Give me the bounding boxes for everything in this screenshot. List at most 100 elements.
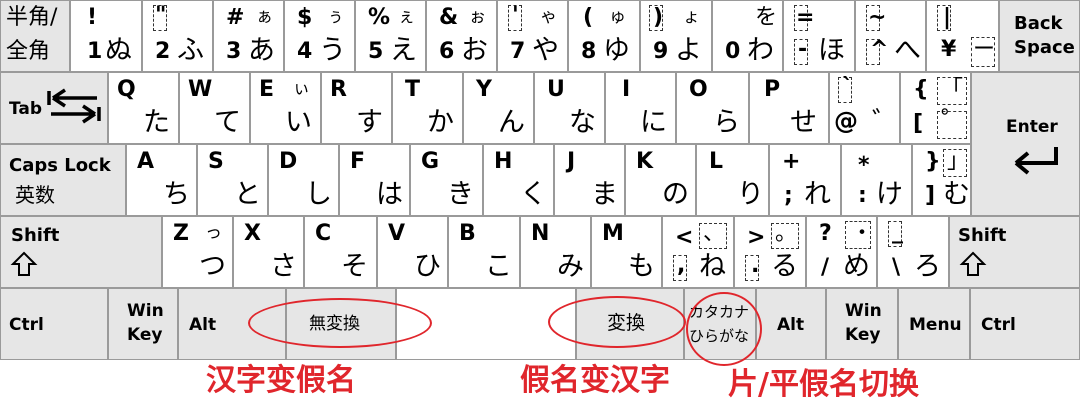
key-legend: よ	[675, 35, 702, 66]
key-backslash[interactable]: _\ろ	[877, 216, 949, 288]
key-legend: Key	[845, 325, 881, 345]
dashed-legend-box	[699, 223, 727, 249]
dashed-legend-box	[845, 221, 871, 249]
tab-arrows-icon	[47, 88, 101, 124]
key-semicolon[interactable]: +;れ	[769, 144, 841, 216]
key-legend: ・	[851, 221, 874, 246]
key-legend: _	[892, 219, 903, 244]
key-minus[interactable]: =-ほ	[783, 0, 855, 72]
key-alt-right[interactable]: Alt	[756, 288, 826, 360]
key-legend: Enter	[1006, 117, 1058, 137]
key-legend: 3	[226, 39, 242, 64]
enter-arrow-icon	[1014, 147, 1058, 175]
key-legend: る	[771, 251, 798, 282]
highlight-henkan	[548, 296, 686, 348]
caption-katakana-hiragana-switch: 片/平假名切换	[728, 367, 919, 402]
key-legend: Caps Lock	[9, 155, 111, 176]
key-hankaku-zenkaku[interactable]: 半角/全角	[0, 0, 70, 72]
key-shift-left[interactable]: Shift	[0, 216, 162, 288]
dashed-legend-box	[673, 255, 687, 281]
key-legend: S	[208, 149, 224, 174]
key-shift-right[interactable]: Shift	[949, 216, 1080, 288]
key-legend: J	[567, 149, 576, 174]
key-legend: 0	[725, 39, 741, 64]
key-legend: "	[155, 3, 167, 28]
key-yen[interactable]: |¥ー	[926, 0, 999, 72]
key-bracket-right[interactable]: }」]む	[912, 144, 971, 216]
key-comma[interactable]: <、,ね	[662, 216, 734, 288]
key-legend: ふ	[177, 35, 204, 66]
key-ctrl-right[interactable]: Ctrl	[970, 288, 1080, 360]
key-legend: Ctrl	[9, 315, 44, 335]
key-legend: ゃ	[540, 7, 557, 27]
key-tab[interactable]: Tab	[0, 72, 108, 144]
key-legend: =	[796, 5, 815, 30]
dashed-legend-box	[943, 149, 967, 177]
key-legend: な	[569, 107, 596, 138]
key-legend: |	[943, 5, 952, 30]
key-legend: Ctrl	[981, 315, 1016, 335]
key-legend: Back	[1014, 13, 1063, 34]
key-legend: [	[913, 111, 924, 136]
shift-arrow-icon	[10, 251, 38, 276]
key-caret[interactable]: ~^へ	[855, 0, 926, 72]
key-period[interactable]: >。.る	[734, 216, 806, 288]
key-legend: や	[532, 35, 559, 66]
key-slash[interactable]: ?・/め	[806, 216, 877, 288]
key-bracket-left[interactable]: {「[゜	[900, 72, 971, 144]
key-legend: ぁ	[256, 7, 273, 27]
key-legend: Menu	[909, 315, 962, 335]
key-legend: 1	[87, 39, 103, 64]
key-legend: Key	[127, 325, 163, 345]
key-legend: O	[689, 77, 708, 102]
key-legend: く	[520, 179, 547, 210]
key-menu[interactable]: Menu	[898, 288, 970, 360]
key-legend: 」	[947, 149, 970, 174]
key-at[interactable]: `@゛	[829, 72, 900, 144]
key-legend: ぃ	[293, 79, 310, 99]
key-enter[interactable]: Enter	[971, 72, 1080, 216]
key-ctrl-left[interactable]: Ctrl	[0, 288, 108, 360]
key-colon[interactable]: *:け	[841, 144, 912, 216]
